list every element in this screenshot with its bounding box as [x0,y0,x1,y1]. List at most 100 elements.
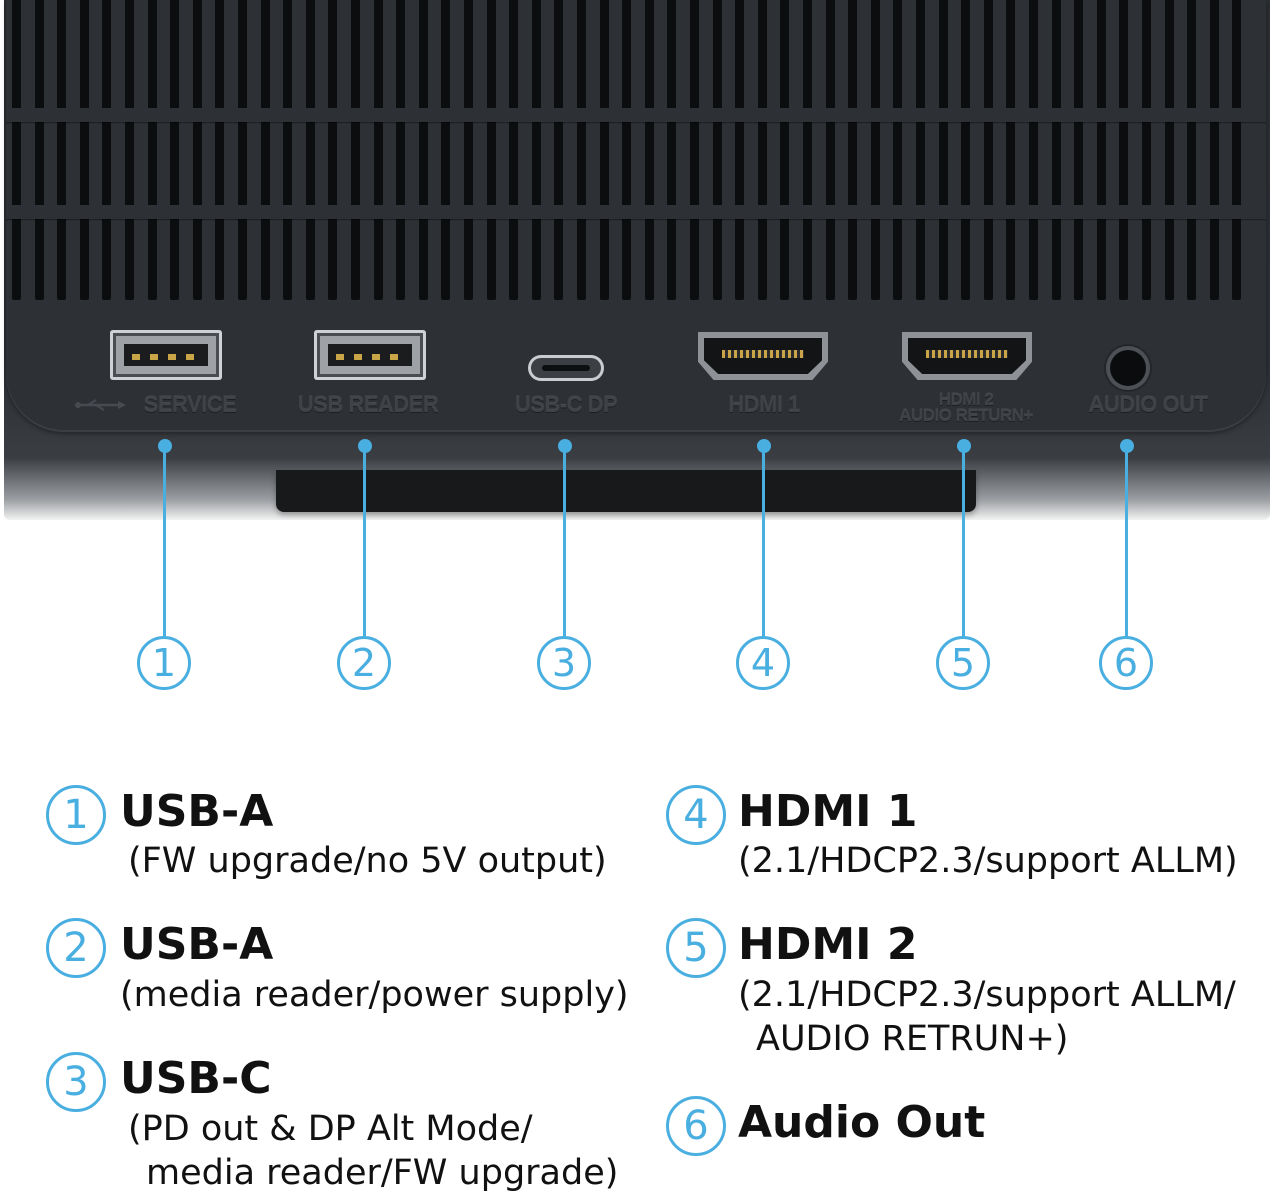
device-foot [276,470,976,512]
vent-slot [1187,0,1197,300]
vent-slot [757,0,767,300]
vent-slot [441,0,451,300]
vent-slot [735,0,745,300]
vent-slot [1119,0,1129,300]
vent-slot [983,0,993,300]
vent-slot [690,0,699,300]
vent-slot [373,0,383,300]
vent-slot [1051,0,1061,300]
port-label-audio-out: AUDIO OUT [1088,392,1208,417]
legend-desc-3-line2: media reader/FW upgrade) [146,1153,619,1193]
vent-slot [577,0,586,300]
callout-line-2 [363,446,366,636]
vent-rib [6,108,1266,122]
legend-number-6: 6 [666,1096,726,1156]
usb-a-reader-port [314,330,426,380]
vent-slot [192,0,202,300]
vent-slot [283,0,293,300]
vent-slot [509,0,519,300]
vent-slot [215,0,225,300]
legend-desc-5-line2: AUDIO RETRUN+) [756,1019,1069,1059]
legend-title-2: USB-A [120,919,274,970]
vent-slot [938,0,948,300]
callout-line-1 [163,446,166,636]
callout-number-1: 1 [137,636,191,690]
legend-title-5: HDMI 2 [738,919,918,970]
callout-line-3 [563,446,566,636]
port-label-hdmi-1: HDMI 1 [728,392,800,417]
usb-a-service-port [110,330,222,380]
vent-slot [418,0,428,300]
vent-slot [599,0,609,300]
vent-slot [260,0,270,300]
port-label-hdmi-2-line1: HDMI 2 [938,390,994,409]
vent-slot [238,0,247,300]
callout-number-6: 6 [1099,636,1153,690]
legend-title-4: HDMI 1 [738,786,918,837]
vent-slot [825,0,835,300]
port-label-usb-c-dp: USB-C DP [514,392,618,417]
vent-panel [6,0,1266,432]
legend-number-2: 2 [46,918,106,978]
vent-slot [147,0,157,300]
callout-line-6 [1125,446,1128,636]
vent-slot [870,0,880,300]
vent-slot [486,0,496,300]
callout-number-4: 4 [736,636,790,690]
vent-slot [1232,0,1242,300]
vent-slot [79,0,89,300]
legend-desc-2-line1: (media reader/power supply) [120,975,629,1015]
legend-desc-5-line1: (2.1/HDCP2.3/support ALLM/ [738,975,1236,1015]
port-label-hdmi-2: HDMI 2 AUDIO RETURN+ [866,390,1066,425]
vent-slot [1096,0,1106,300]
legend-desc-4-line1: (2.1/HDCP2.3/support ALLM) [738,841,1238,881]
vent-slot [57,0,67,300]
vent-rib [6,205,1266,219]
legend-number-1: 1 [46,785,106,845]
vent-slot [1074,0,1084,300]
vent-slot [1142,0,1151,300]
callout-line-4 [762,446,765,636]
hdmi-1-port [698,332,828,380]
vent-slot [125,0,134,300]
vent-slot [554,0,564,300]
vent-slot [644,0,654,300]
vent-slot [1164,0,1174,300]
usb-icon [75,399,126,411]
legend-title-1: USB-A [120,786,274,837]
vent-slot [848,0,858,300]
audio-out-jack [1110,350,1146,386]
callout-number-3: 3 [537,636,591,690]
legend-title-6: Audio Out [738,1097,986,1148]
legend-desc-1-line1: (FW upgrade/no 5V output) [128,841,607,881]
vent-slot [34,0,44,300]
vent-slot [916,0,925,300]
vent-grille [6,0,1266,305]
vent-slot [622,0,632,300]
projector-rear-panel: SERVICE USB READER USB-C DP HDMI 1 HDMI … [0,0,1272,560]
vent-slot [396,0,406,300]
legend-desc-3-line1: (PD out & DP Alt Mode/ [128,1109,533,1149]
callout-number-2: 2 [337,636,391,690]
vent-slot [961,0,971,300]
port-label-usb-reader: USB READER [297,392,439,417]
vent-slot [328,0,338,300]
vent-slot [305,0,315,300]
vent-slot [1006,0,1016,300]
vent-slot [1209,0,1219,300]
port-label-service: SERVICE [143,392,237,417]
usb-c-dp-port [528,355,604,381]
vent-slot [531,0,541,300]
vent-slot [102,0,112,300]
vent-slot [803,0,812,300]
callout-number-5: 5 [936,636,990,690]
vent-slot [893,0,903,300]
legend-number-5: 5 [666,918,726,978]
legend-number-3: 3 [46,1052,106,1112]
legend-title-3: USB-C [120,1053,272,1104]
vent-slot [712,0,722,300]
vent-slot [170,0,180,300]
port-label-hdmi-2-line2: AUDIO RETURN+ [899,406,1033,425]
vent-slot [1029,0,1038,300]
callout-line-5 [962,446,965,636]
